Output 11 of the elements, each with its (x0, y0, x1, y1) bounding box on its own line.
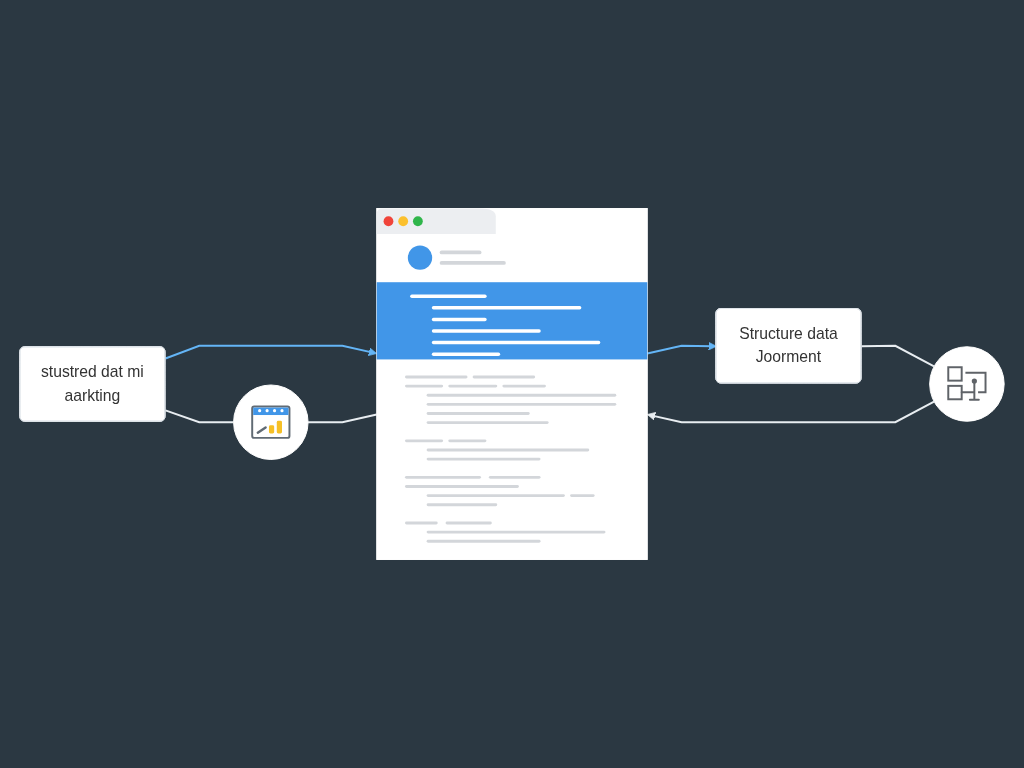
arrow (646, 341, 717, 355)
arrow (164, 344, 378, 360)
connector-line (307, 413, 378, 424)
text-card: Structure data Joorment (715, 308, 862, 384)
text-card: stustred dat mi aarkting (19, 346, 166, 422)
browser-window (376, 208, 648, 560)
connector-line (164, 409, 235, 424)
connector-line (860, 344, 935, 368)
arrow (646, 400, 935, 424)
icon-circle (233, 384, 309, 460)
icon-circle (929, 346, 1005, 422)
